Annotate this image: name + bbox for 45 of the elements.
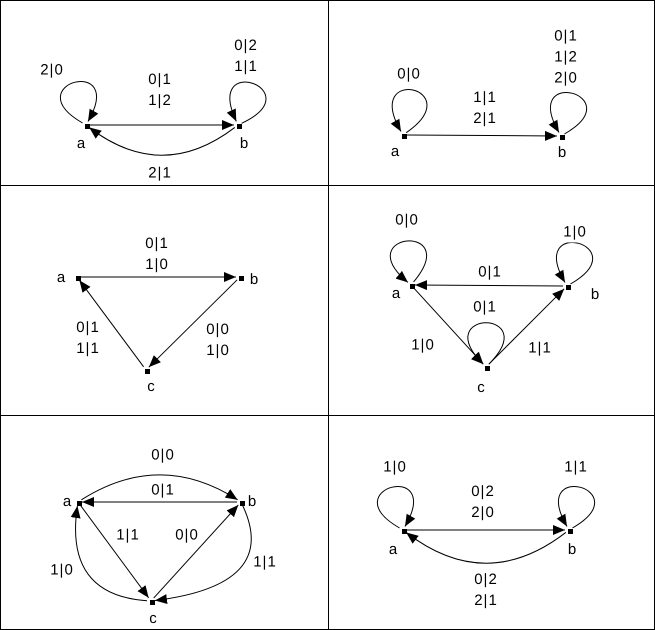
transition-arrow xyxy=(153,504,239,599)
state-label: b xyxy=(558,145,566,161)
panel xyxy=(0,415,329,630)
state-label: c xyxy=(149,611,157,627)
state-label: a xyxy=(390,144,400,160)
transition-arrow xyxy=(80,504,150,598)
transition-arrow xyxy=(78,280,144,368)
state-label: b xyxy=(248,494,256,510)
state-label: c xyxy=(477,380,485,396)
state-label: c xyxy=(147,379,155,395)
transition-arrow xyxy=(80,272,236,282)
transition-arrow xyxy=(88,126,236,156)
state-label: a xyxy=(62,494,72,510)
transition-arrow xyxy=(468,322,504,365)
transition-arrow xyxy=(488,288,565,365)
transition-arrow xyxy=(228,82,266,124)
transition-arrow xyxy=(80,474,238,500)
transition-arrow xyxy=(154,505,252,604)
transition-arrow xyxy=(406,130,558,141)
panel xyxy=(0,0,329,186)
transition-arrow xyxy=(413,287,484,365)
transition-arrow xyxy=(60,81,98,124)
transition-arrow xyxy=(90,120,234,130)
state-label: b xyxy=(590,287,600,303)
panel xyxy=(328,415,655,630)
transition-arrow xyxy=(391,89,428,134)
state-label: a xyxy=(56,270,66,286)
transition-arrow xyxy=(414,280,564,290)
transition-arrow xyxy=(406,532,566,564)
transition-arrow xyxy=(406,525,566,535)
state-label: a xyxy=(392,286,400,302)
transition-arrow xyxy=(549,92,588,134)
transition-arrow xyxy=(555,242,594,284)
state-label: a xyxy=(76,136,86,152)
transition-arrow xyxy=(148,279,238,368)
transition-arrow xyxy=(71,505,148,602)
panel xyxy=(328,0,655,186)
transition-arrow xyxy=(376,486,415,528)
transition-arrow xyxy=(82,497,238,507)
state-label: b xyxy=(240,136,248,152)
transition-arrow xyxy=(390,240,427,283)
transition-arrow xyxy=(557,486,596,528)
state-label: b xyxy=(568,542,576,558)
state-label: a xyxy=(388,542,398,558)
state-label: b xyxy=(250,272,258,288)
